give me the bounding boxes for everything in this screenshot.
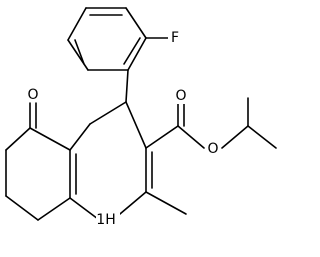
ring-nitrogen-label: 1H	[96, 212, 115, 228]
bond-methyl	[145, 191, 187, 215]
fluorine-label: F	[171, 30, 179, 46]
bond	[221, 125, 249, 149]
bond	[125, 101, 147, 149]
bond	[127, 37, 147, 71]
ester-group	[145, 97, 277, 149]
bond	[29, 127, 71, 151]
bond	[125, 7, 147, 39]
bond	[67, 7, 87, 41]
structure-drawing: F O O O 1H	[5, 7, 277, 228]
ester-carbonyl-oxygen-label: O	[175, 88, 186, 104]
cyclohexanone-ring	[5, 102, 71, 221]
bond	[5, 195, 39, 221]
ketone-oxygen-label: O	[27, 87, 38, 103]
bond	[5, 127, 31, 151]
molecule-canvas: F O O O 1H	[5, 7, 277, 228]
double-bond-inner	[123, 37, 141, 65]
bond	[89, 101, 127, 125]
bond	[67, 39, 89, 71]
double-bond-inner	[74, 39, 85, 65]
bond-isopropyl	[247, 125, 277, 149]
bond	[37, 197, 71, 221]
ester-ether-oxygen-label: O	[207, 141, 218, 157]
bond-aryl-c4	[125, 69, 129, 103]
fluorophenyl-ring	[67, 7, 169, 71]
bond	[177, 125, 205, 149]
bond	[69, 123, 91, 151]
dihydropyridine-ring	[69, 101, 153, 220]
atom-labels: F O O O 1H	[26, 30, 221, 228]
bond	[145, 125, 179, 149]
bond	[69, 197, 99, 220]
